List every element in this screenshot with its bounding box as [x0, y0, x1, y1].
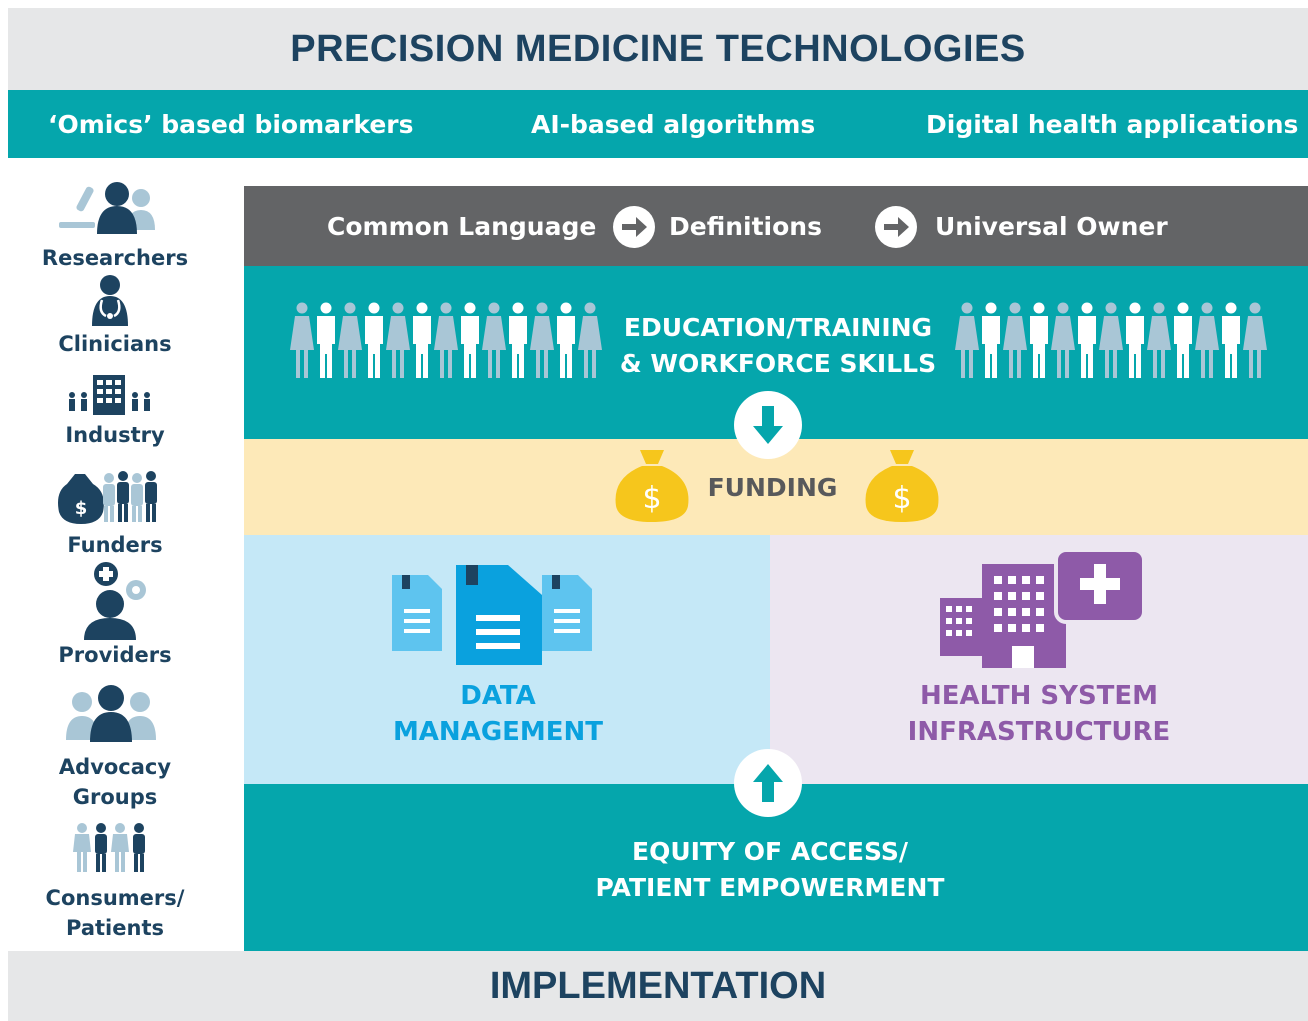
advocacy-icon — [66, 685, 156, 742]
funders-icon: $ — [58, 471, 157, 524]
arrow-right-icon — [875, 206, 917, 248]
svg-text:$: $ — [75, 498, 88, 519]
money-bag-icon: $ — [615, 450, 689, 522]
footer-band — [8, 951, 1308, 1021]
label-clinicians: Clinicians — [58, 332, 172, 356]
equity-line2: PATIENT EMPOWERMENT — [595, 873, 945, 902]
data-management-line1: DATA — [460, 681, 536, 711]
label-advocacy-line2: Groups — [72, 785, 158, 809]
footer-title: IMPLEMENTATION — [489, 964, 827, 1007]
funding-label: FUNDING — [707, 472, 838, 502]
consumers-icon — [73, 823, 145, 872]
header-band — [8, 8, 1308, 90]
label-funders: Funders — [67, 533, 163, 557]
education-line1: EDUCATION/TRAINING — [623, 313, 933, 342]
education-line2: & WORKFORCE SKILLS — [619, 349, 937, 378]
workforce-people-left-icon — [290, 302, 602, 378]
label-advocacy-line1: Advocacy — [58, 755, 172, 779]
step-common-language: Common Language — [327, 211, 597, 241]
money-bag-icon: $ — [865, 450, 939, 522]
label-researchers: Researchers — [41, 246, 189, 270]
technologies-bar — [8, 90, 1308, 158]
label-industry: Industry — [65, 423, 165, 447]
hospital-icon — [940, 548, 1146, 668]
svg-text:$: $ — [642, 481, 661, 516]
label-consumers-line1: Consumers/ — [45, 886, 185, 910]
researchers-icon — [59, 182, 155, 234]
step-definitions: Definitions — [669, 211, 822, 241]
data-management-line2: MANAGEMENT — [392, 717, 604, 747]
arrow-up-icon — [734, 749, 802, 817]
tech-ai: AI-based algorithms — [531, 109, 816, 139]
svg-text:$: $ — [892, 481, 911, 516]
common-language-bar — [244, 186, 1308, 266]
tech-omics: ‘Omics’ based biomarkers — [48, 109, 414, 139]
label-providers: Providers — [58, 643, 172, 667]
industry-icon — [69, 375, 150, 415]
tech-digital: Digital health applications — [926, 109, 1299, 139]
health-system-line2: INFRASTRUCTURE — [907, 717, 1171, 747]
health-system-line1: HEALTH SYSTEM — [919, 681, 1159, 711]
arrow-down-icon — [734, 391, 802, 459]
label-consumers-line2: Patients — [66, 916, 164, 940]
clinician-icon — [92, 275, 128, 326]
provider-icon — [84, 562, 146, 640]
arrow-right-icon — [613, 206, 655, 248]
step-universal-owner: Universal Owner — [935, 211, 1168, 241]
workforce-people-right-icon — [955, 302, 1267, 378]
documents-icon — [392, 565, 592, 665]
page-title: PRECISION MEDICINE TECHNOLOGIES — [290, 27, 1026, 70]
equity-line1: EQUITY OF ACCESS/ — [632, 837, 908, 866]
